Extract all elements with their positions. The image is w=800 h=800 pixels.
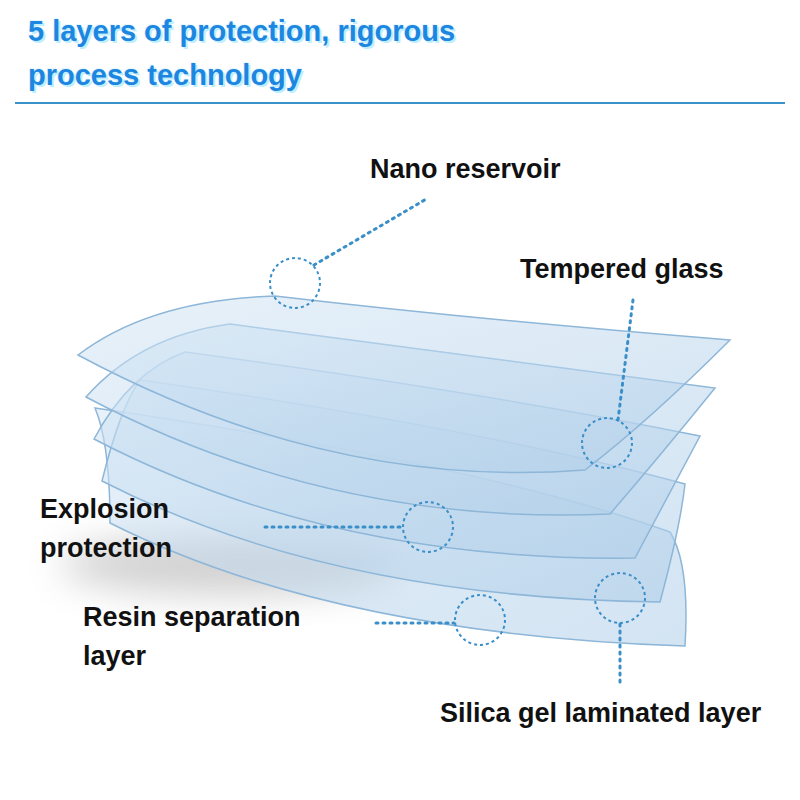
layer-label: Resin separation layer [83,598,358,676]
callout-circle [595,573,645,623]
callout-circle [403,502,453,552]
leader-line [265,526,402,529]
layer-label: Explosion protection [40,490,240,568]
callout-circle [270,258,320,308]
callout-circle [455,595,505,645]
callout-circle [582,418,632,468]
layer-label: Tempered glass [520,250,790,289]
layer-label: Silica gel laminated layer [440,694,770,733]
glass-sheet [78,296,730,473]
title-rule [15,102,785,104]
leader-line [619,624,622,684]
layer-label: Nano reservoir [370,150,670,189]
leader-line [376,622,454,625]
glass-sheets [78,296,730,646]
leader-line [618,300,633,420]
title-heading: 5 layers of protection, rigorous process… [28,10,528,97]
leader-line [314,198,428,265]
